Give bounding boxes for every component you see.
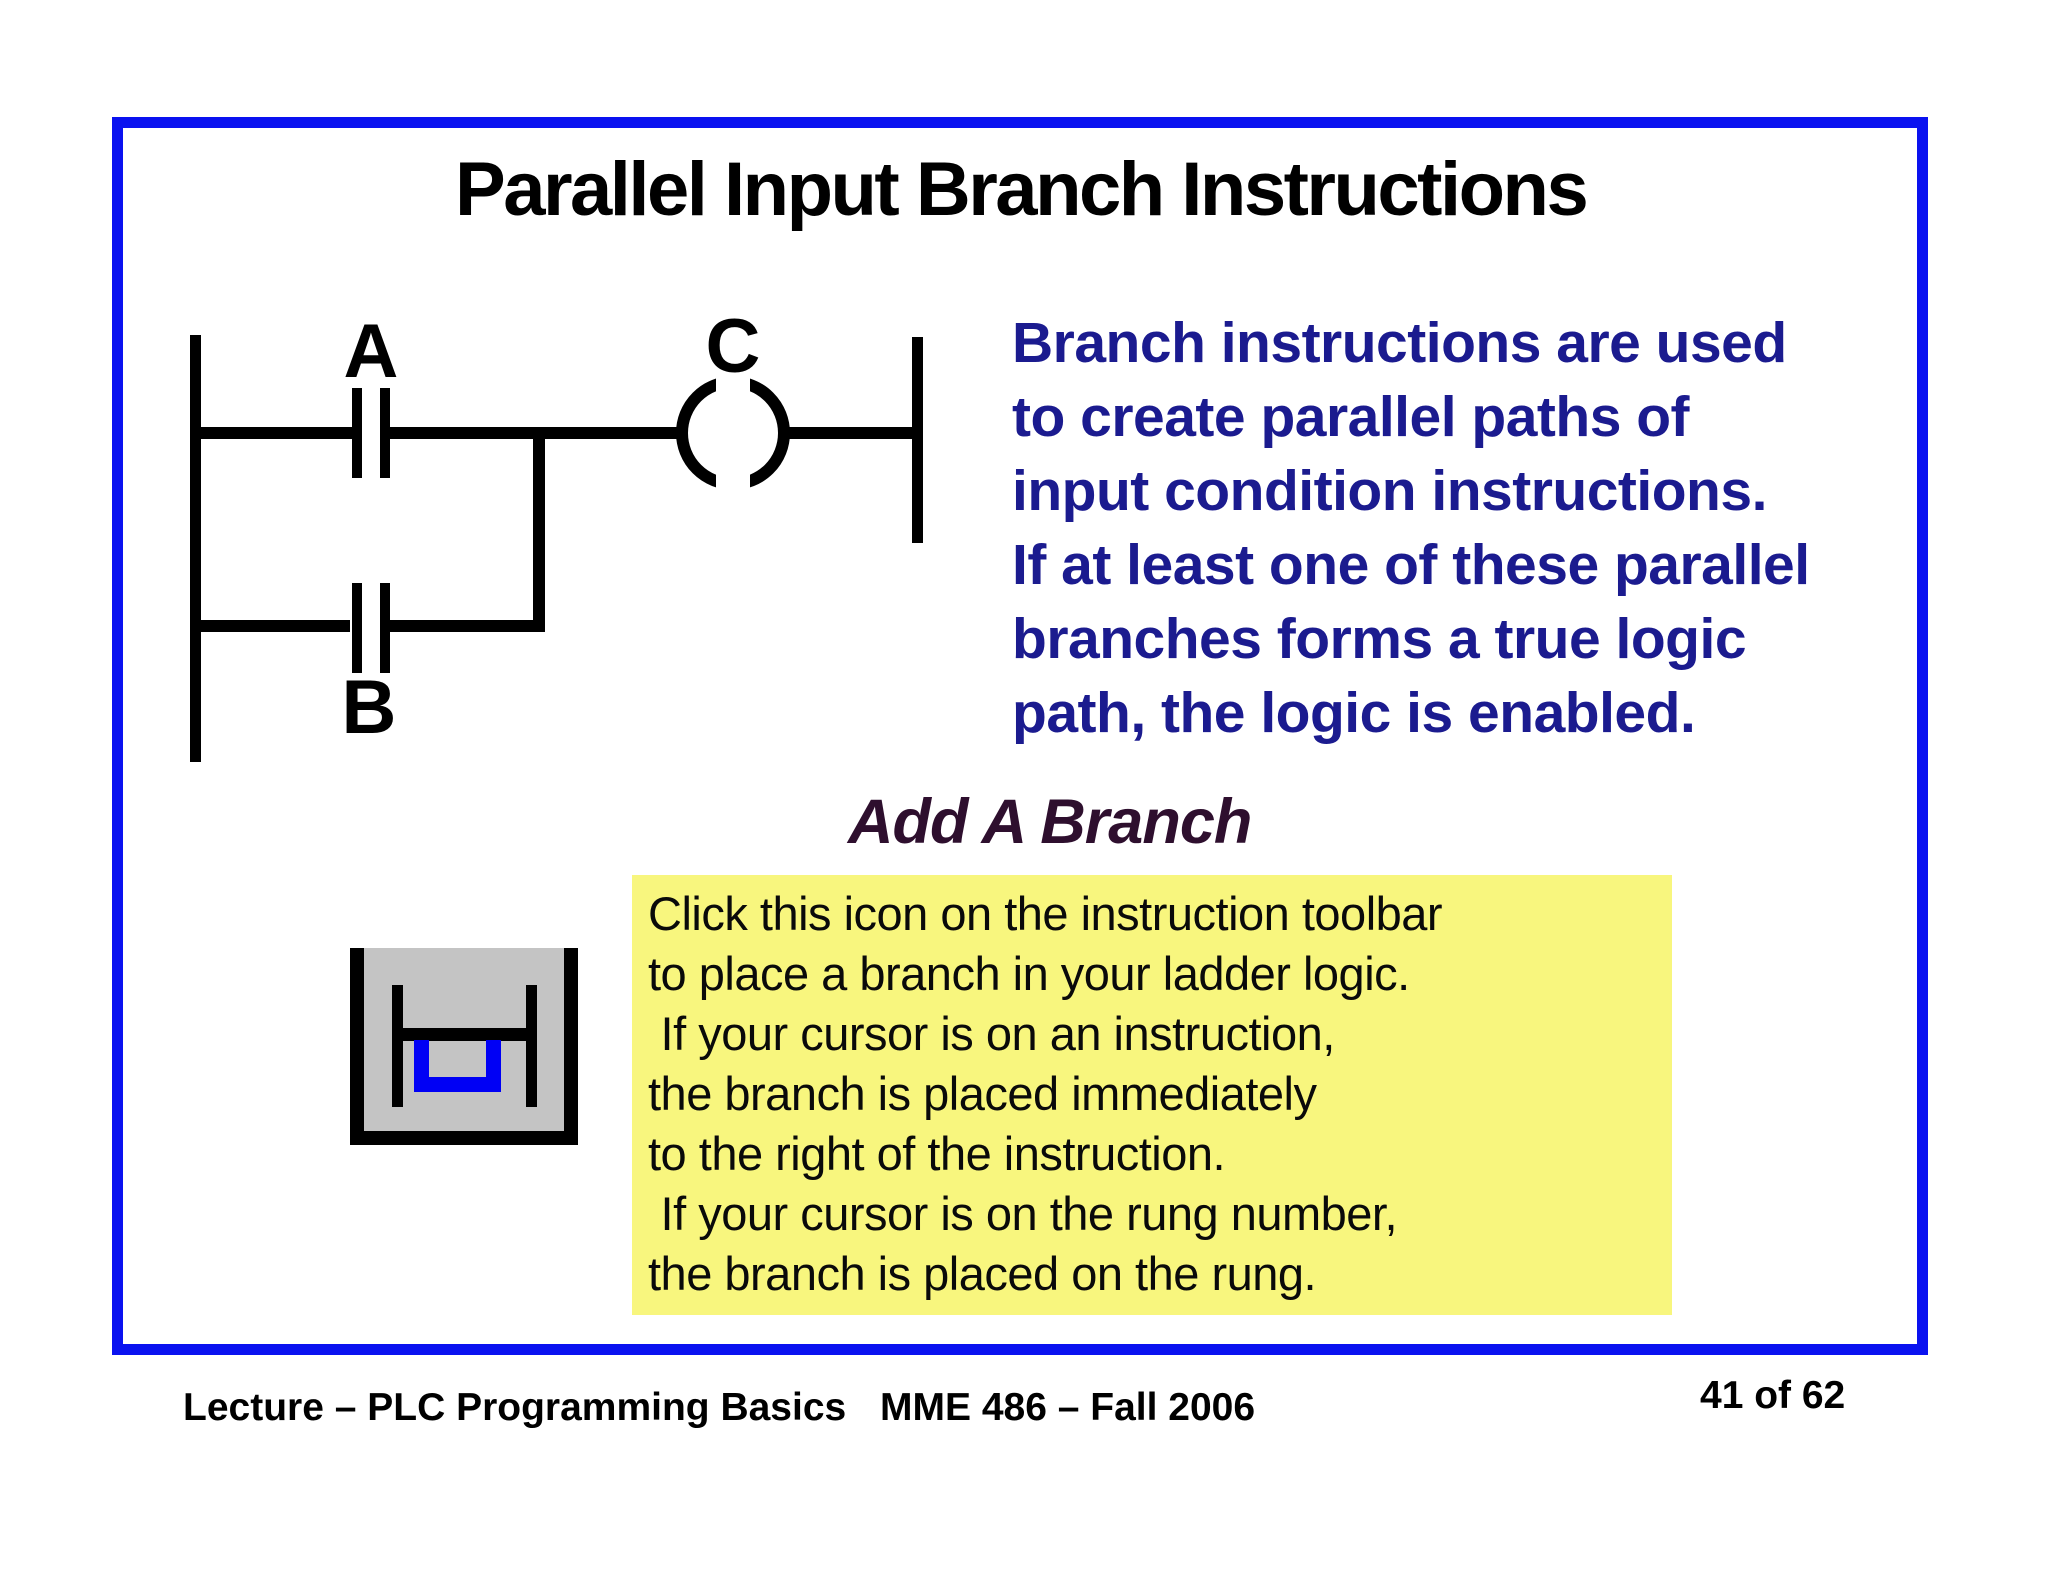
contact-a-bar bbox=[352, 388, 362, 478]
top-rung-segment bbox=[786, 427, 923, 439]
contact-b-bar bbox=[380, 583, 390, 673]
icon-rung bbox=[392, 1028, 537, 1041]
branch-junction-line bbox=[533, 427, 545, 632]
instruction-line: to place a branch in your ladder logic. bbox=[648, 947, 1410, 1000]
left-power-rail bbox=[190, 335, 201, 762]
contact-b-bar bbox=[352, 583, 362, 673]
coil-bottom-gap bbox=[716, 471, 750, 498]
icon-border-bottom bbox=[350, 1131, 578, 1145]
coil-top-gap bbox=[716, 368, 750, 395]
instruction-line: the branch is placed on the rung. bbox=[648, 1247, 1317, 1300]
contact-b-label: B bbox=[342, 665, 397, 750]
instruction-line: to the right of the instruction. bbox=[648, 1127, 1226, 1180]
top-rung-segment bbox=[195, 427, 352, 439]
icon-rail-right bbox=[526, 985, 537, 1107]
instruction-line: the branch is placed immediately bbox=[648, 1067, 1317, 1120]
instruction-panel: Click this icon on the instruction toolb… bbox=[632, 875, 1672, 1315]
icon-branch-symbol bbox=[414, 1040, 501, 1092]
coil-c-label: C bbox=[706, 315, 761, 389]
icon-branch-bottom bbox=[414, 1077, 501, 1092]
instruction-line: If your cursor is on an instruction, bbox=[648, 1007, 1336, 1060]
icon-rail-left bbox=[392, 985, 403, 1107]
add-branch-icon bbox=[350, 948, 578, 1145]
ladder-diagram: A B C bbox=[190, 315, 923, 762]
icon-border-right bbox=[564, 948, 578, 1145]
description-line: input condition instructions. bbox=[1012, 459, 1767, 523]
bottom-rung-segment bbox=[390, 620, 545, 632]
description-line: branches forms a true logic bbox=[1012, 607, 1747, 671]
instruction-line: Click this icon on the instruction toolb… bbox=[648, 887, 1443, 940]
description-text: Branch instructions are used to create p… bbox=[1012, 306, 1922, 750]
icon-border-left bbox=[350, 948, 364, 1145]
description-line: path, the logic is enabled. bbox=[1012, 681, 1696, 745]
page-number: 41 of 62 bbox=[1700, 1374, 1846, 1417]
section-heading: Add A Branch bbox=[848, 787, 1252, 857]
description-line: If at least one of these parallel bbox=[1012, 533, 1810, 597]
instruction-line: If your cursor is on the rung number, bbox=[648, 1187, 1398, 1240]
bottom-rung-segment bbox=[195, 620, 350, 632]
right-power-rail bbox=[912, 337, 923, 543]
contact-a-bar bbox=[380, 388, 390, 478]
page-title: Parallel Input Branch Instructions bbox=[455, 147, 1589, 232]
description-line: to create parallel paths of bbox=[1012, 385, 1690, 449]
footer-term: MME 486 – Fall 2006 bbox=[880, 1386, 1256, 1429]
footer-course: Lecture – PLC Programming Basics bbox=[183, 1386, 847, 1429]
output-coil bbox=[676, 376, 790, 490]
description-line: Branch instructions are used bbox=[1012, 311, 1787, 375]
contact-a-label: A bbox=[344, 315, 399, 394]
